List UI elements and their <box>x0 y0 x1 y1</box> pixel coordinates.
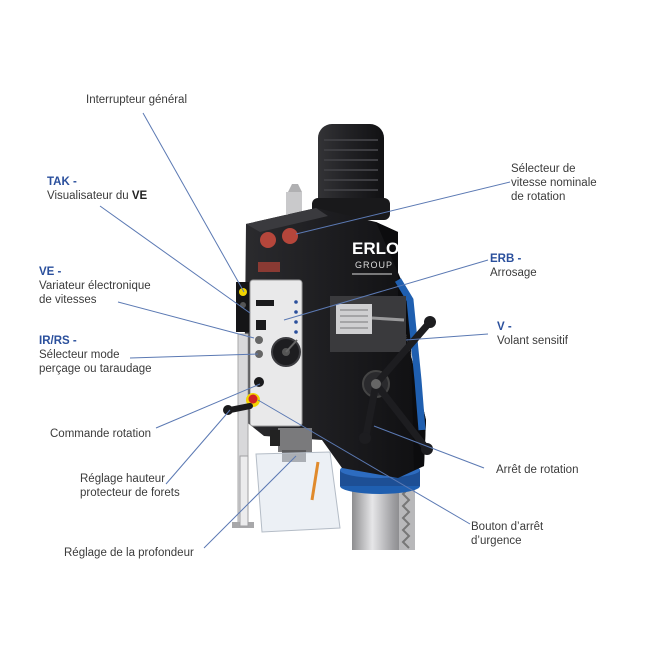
label-erb-text: Arrosage <box>490 267 537 279</box>
brand-logo: ERLO GROUP <box>352 239 399 275</box>
label-irrs: IR/RS - Sélecteur mode perçage ou taraud… <box>39 334 152 376</box>
label-erb-code: ERB - <box>490 253 522 265</box>
label-interrupteur-general: Interrupteur général <box>86 94 188 106</box>
label-selecteur-vitesse: Sélecteur de vitesse nominale de rotatio… <box>511 162 597 204</box>
capstan-wheel <box>359 316 436 455</box>
label-commande-rotation: Commande rotation <box>50 428 151 440</box>
label-selecteur-line3: de rotation <box>511 191 566 203</box>
label-ve: VE - Variateur électronique de vitesses <box>39 265 151 307</box>
speed-selector-knobs <box>258 228 298 272</box>
motor <box>286 124 390 220</box>
label-tak: TAK - Visualisateur du VE <box>47 175 147 203</box>
label-erb: ERB - Arrosage <box>490 252 537 280</box>
label-v: V - Volant sensitif <box>497 320 568 348</box>
depth-scale <box>239 455 249 527</box>
coolant-window <box>330 296 406 352</box>
label-reglage-hauteur: Réglage hauteur protecteur de forets <box>80 472 180 500</box>
label-ve-code: VE - <box>39 266 62 278</box>
label-tak-text: Visualisateur du VE <box>47 189 147 203</box>
brand-line2: GROUP <box>355 260 393 270</box>
drill-guard <box>255 451 341 533</box>
label-irrs-line2: perçage ou taraudage <box>39 363 152 375</box>
label-bouton-urgence: Bouton d’arrêt d’urgence <box>471 520 543 548</box>
label-v-text: Volant sensitif <box>497 335 568 347</box>
label-ve-line2: de vitesses <box>39 294 97 306</box>
label-hauteur-line1: Réglage hauteur <box>80 473 166 485</box>
speed-handwheel <box>271 337 301 367</box>
label-urgence-line1: Bouton d’arrêt <box>471 521 544 533</box>
label-reglage-profondeur: Réglage de la profondeur <box>64 547 194 559</box>
leader-lines <box>99 112 511 549</box>
label-irrs-line1: Sélecteur mode <box>39 349 120 361</box>
label-urgence-line2: d’urgence <box>471 535 522 547</box>
label-v-code: V - <box>497 321 512 333</box>
label-selecteur-line1: Sélecteur de <box>511 163 576 175</box>
label-arret-rotation: Arrêt de rotation <box>496 464 579 476</box>
brand-line1: ERLO <box>352 239 399 258</box>
label-irrs-code: IR/RS - <box>39 335 77 347</box>
label-hauteur-line2: protecteur de forets <box>80 487 180 499</box>
label-tak-code: TAK - <box>47 176 77 188</box>
rotation-lever <box>223 403 253 415</box>
label-ve-line1: Variateur électronique <box>39 280 151 292</box>
label-selecteur-line2: vitesse nominale <box>511 177 597 189</box>
label-tak-text-pre: Visualisateur du <box>47 190 132 202</box>
label-tak-text-bold: VE <box>131 190 148 202</box>
